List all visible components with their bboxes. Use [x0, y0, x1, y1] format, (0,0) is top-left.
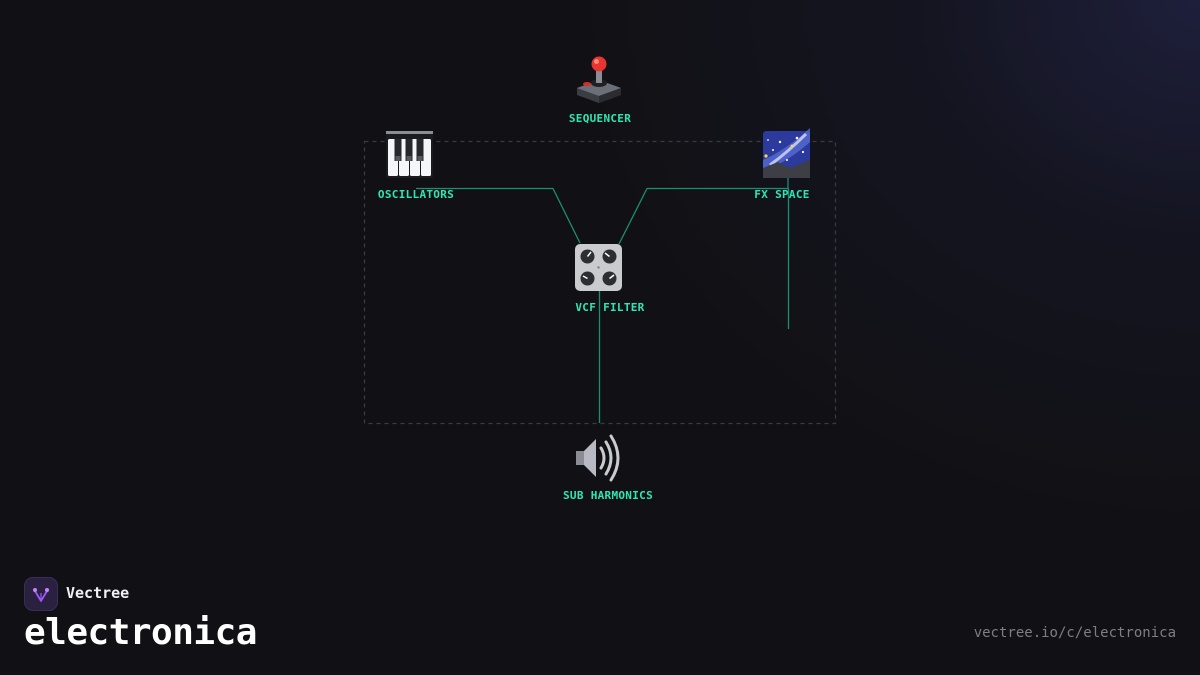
control-knobs-icon[interactable] — [575, 244, 622, 291]
node-label-sequencer: SEQUENCER — [568, 112, 632, 125]
edge-fx-space-vcf-filter — [618, 178, 789, 245]
speaker-icon[interactable] — [576, 434, 620, 482]
node-label-vcf-filter: VCF FILTER — [575, 301, 645, 314]
page-title: electronica — [24, 612, 257, 653]
page-url[interactable]: vectree.io/c/electronica — [973, 625, 1176, 641]
piano-keys-icon[interactable] — [386, 131, 433, 178]
node-label-oscillators: OSCILLATORS — [377, 188, 455, 201]
brand-name: Vectree — [66, 584, 130, 602]
node-label-sub-harmonics: SUB HARMONICS — [563, 489, 653, 502]
node-label-fx-space: FX SPACE — [754, 188, 810, 201]
milky-way-icon[interactable] — [763, 128, 810, 178]
edge-oscillators-vcf-filter — [416, 187, 581, 244]
vectree-logo-icon[interactable] — [24, 577, 58, 611]
joystick-icon[interactable] — [577, 56, 621, 104]
group-box — [363, 140, 837, 425]
